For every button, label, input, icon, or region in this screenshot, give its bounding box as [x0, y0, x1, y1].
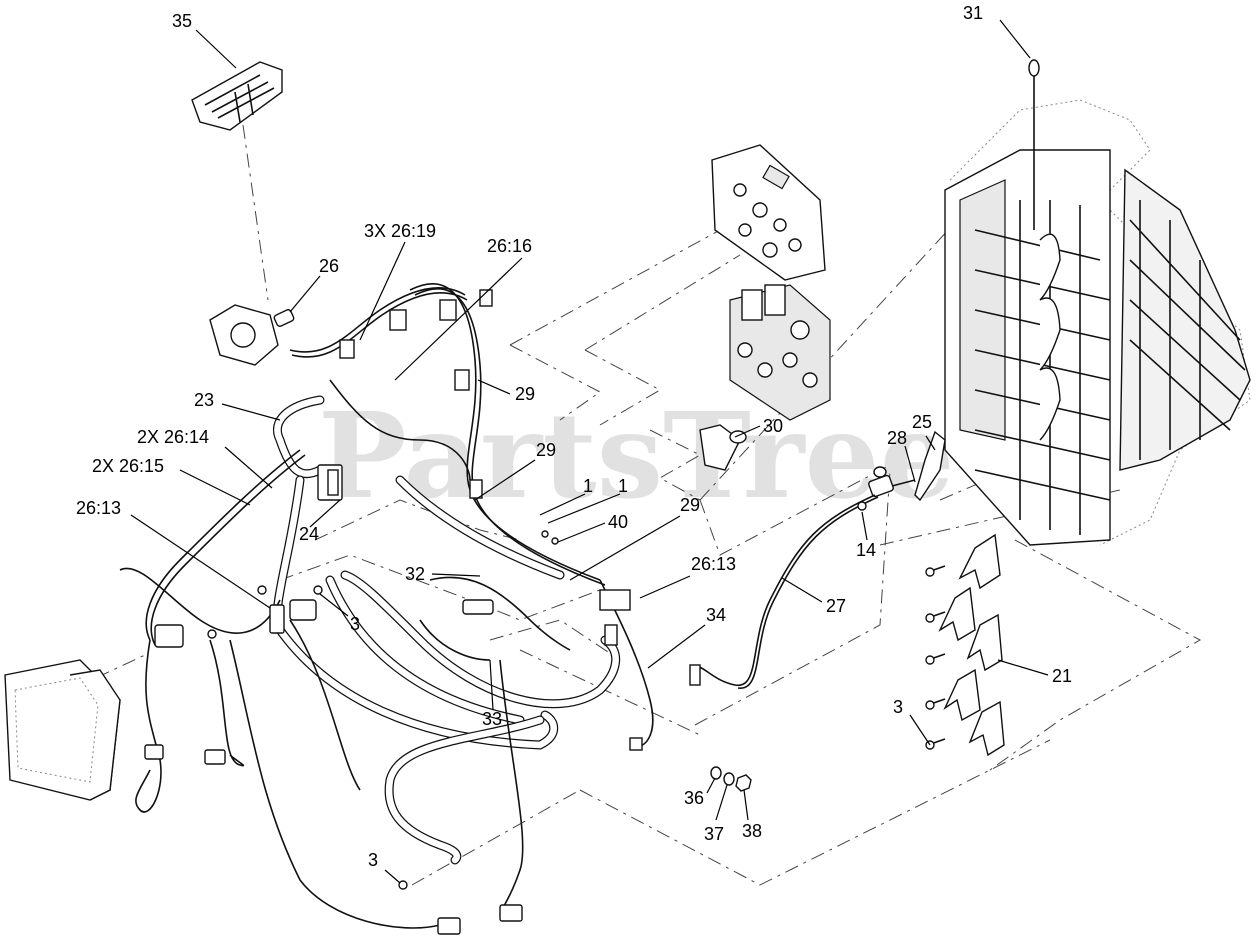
callout-3x-26-19: 3X 26:19: [364, 221, 436, 241]
callout-28: 28: [887, 428, 907, 448]
callout-1-right: 1: [618, 476, 628, 496]
parts-36-37-38-hardware: [710, 766, 752, 792]
part-25-clip: [914, 430, 946, 502]
callout-27: 27: [826, 596, 846, 616]
part-26-switch: [209, 304, 295, 366]
callout-35: 35: [172, 11, 192, 31]
callout-labels: 35 31 3X 26:19 26:16 26 29 23 2X 26:14 2…: [76, 3, 1072, 870]
callout-36: 36: [684, 788, 704, 808]
callout-2x-26-14: 2X 26:14: [137, 427, 209, 447]
part-21-brackets: [925, 533, 1005, 757]
callout-1-left: 1: [583, 476, 593, 496]
callout-38: 38: [742, 821, 762, 841]
callout-23: 23: [194, 390, 214, 410]
callout-2x-26-15: 2X 26:15: [92, 456, 164, 476]
main-wiring-harness: [119, 283, 654, 935]
callout-3-right: 3: [893, 697, 903, 717]
callout-33: 33: [482, 709, 502, 729]
control-panel-plate: [711, 144, 826, 281]
chassis-frame: [944, 99, 1251, 546]
callout-3-center: 3: [350, 614, 360, 634]
part-35-switch-cover: [191, 61, 283, 131]
callout-40: 40: [608, 512, 628, 532]
callout-26-13-right: 26:13: [691, 554, 736, 574]
callout-14: 14: [856, 540, 876, 560]
callout-21: 21: [1052, 666, 1072, 686]
callout-26-13-left: 26:13: [76, 498, 121, 518]
callout-24: 24: [299, 524, 319, 544]
callout-29-top: 29: [515, 384, 535, 404]
display-screen: [4, 659, 121, 801]
callout-31: 31: [963, 3, 983, 23]
callout-29-middle: 29: [536, 440, 556, 460]
callout-26: 26: [319, 256, 339, 276]
part-3-bolts: [207, 530, 559, 890]
callout-25: 25: [912, 412, 932, 432]
part-27-28-sensor-cable: [689, 466, 916, 689]
callout-30: 30: [763, 416, 783, 436]
hydraulic-valve-assembly: [729, 284, 831, 421]
part-31-pin: [1028, 59, 1040, 230]
part-14-fastener: [857, 501, 867, 511]
callout-37: 37: [704, 824, 724, 844]
callout-3-bottom: 3: [368, 850, 378, 870]
callout-29-right: 29: [680, 495, 700, 515]
leader-lines: [130, 19, 1049, 884]
callout-32: 32: [405, 564, 425, 584]
part-30-sensor: [699, 424, 747, 471]
callout-34: 34: [706, 605, 726, 625]
callout-26-16: 26:16: [487, 236, 532, 256]
